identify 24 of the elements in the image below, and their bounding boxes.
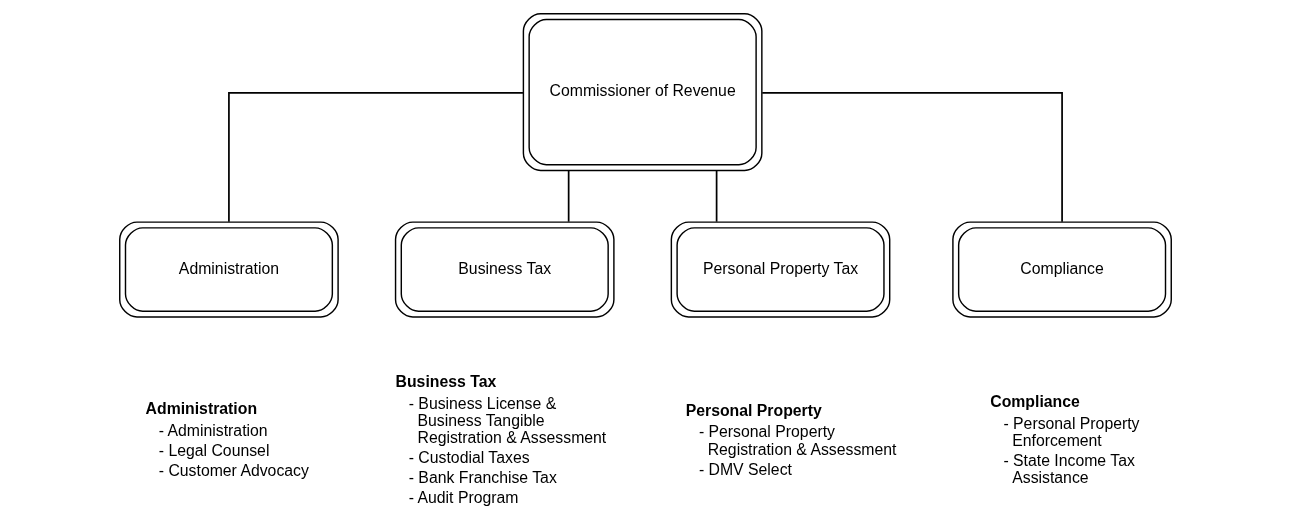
- node-label: Business Tax: [395, 373, 496, 391]
- node-label: - State Income Tax Assistance: [1002, 452, 1135, 487]
- node-label: Administration: [145, 400, 257, 418]
- node-label: - DMV Select: [698, 460, 792, 478]
- connector: [567, 169, 569, 223]
- node-box: Compliance: [951, 221, 1172, 318]
- node-box: Business Tax: [394, 221, 615, 318]
- node-label: Personal Property: [685, 401, 822, 419]
- connector: [760, 92, 1063, 223]
- node-label: - Audit Program: [408, 489, 518, 507]
- node-label: - Legal Counsel: [158, 441, 269, 459]
- node-label: - Administration: [158, 421, 268, 439]
- connector: [227, 92, 524, 223]
- node-label: - Personal Property Enforcement: [1002, 414, 1140, 449]
- node-box: Commissioner of Revenue: [522, 13, 763, 172]
- node-label: - Business License & Business Tangible Registration & Assessment: [408, 394, 606, 447]
- node-label: - Custodial Taxes: [408, 449, 530, 467]
- node-box: Administration: [118, 221, 339, 318]
- node-label: - Personal Property Registration & Assessment: [698, 423, 896, 458]
- connector: [715, 169, 717, 223]
- node-box: Personal Property Tax: [670, 221, 890, 318]
- node-label: Compliance: [989, 393, 1080, 411]
- node-label: - Bank Franchise Tax: [408, 469, 557, 487]
- node-label: - Customer Advocacy: [158, 462, 309, 480]
